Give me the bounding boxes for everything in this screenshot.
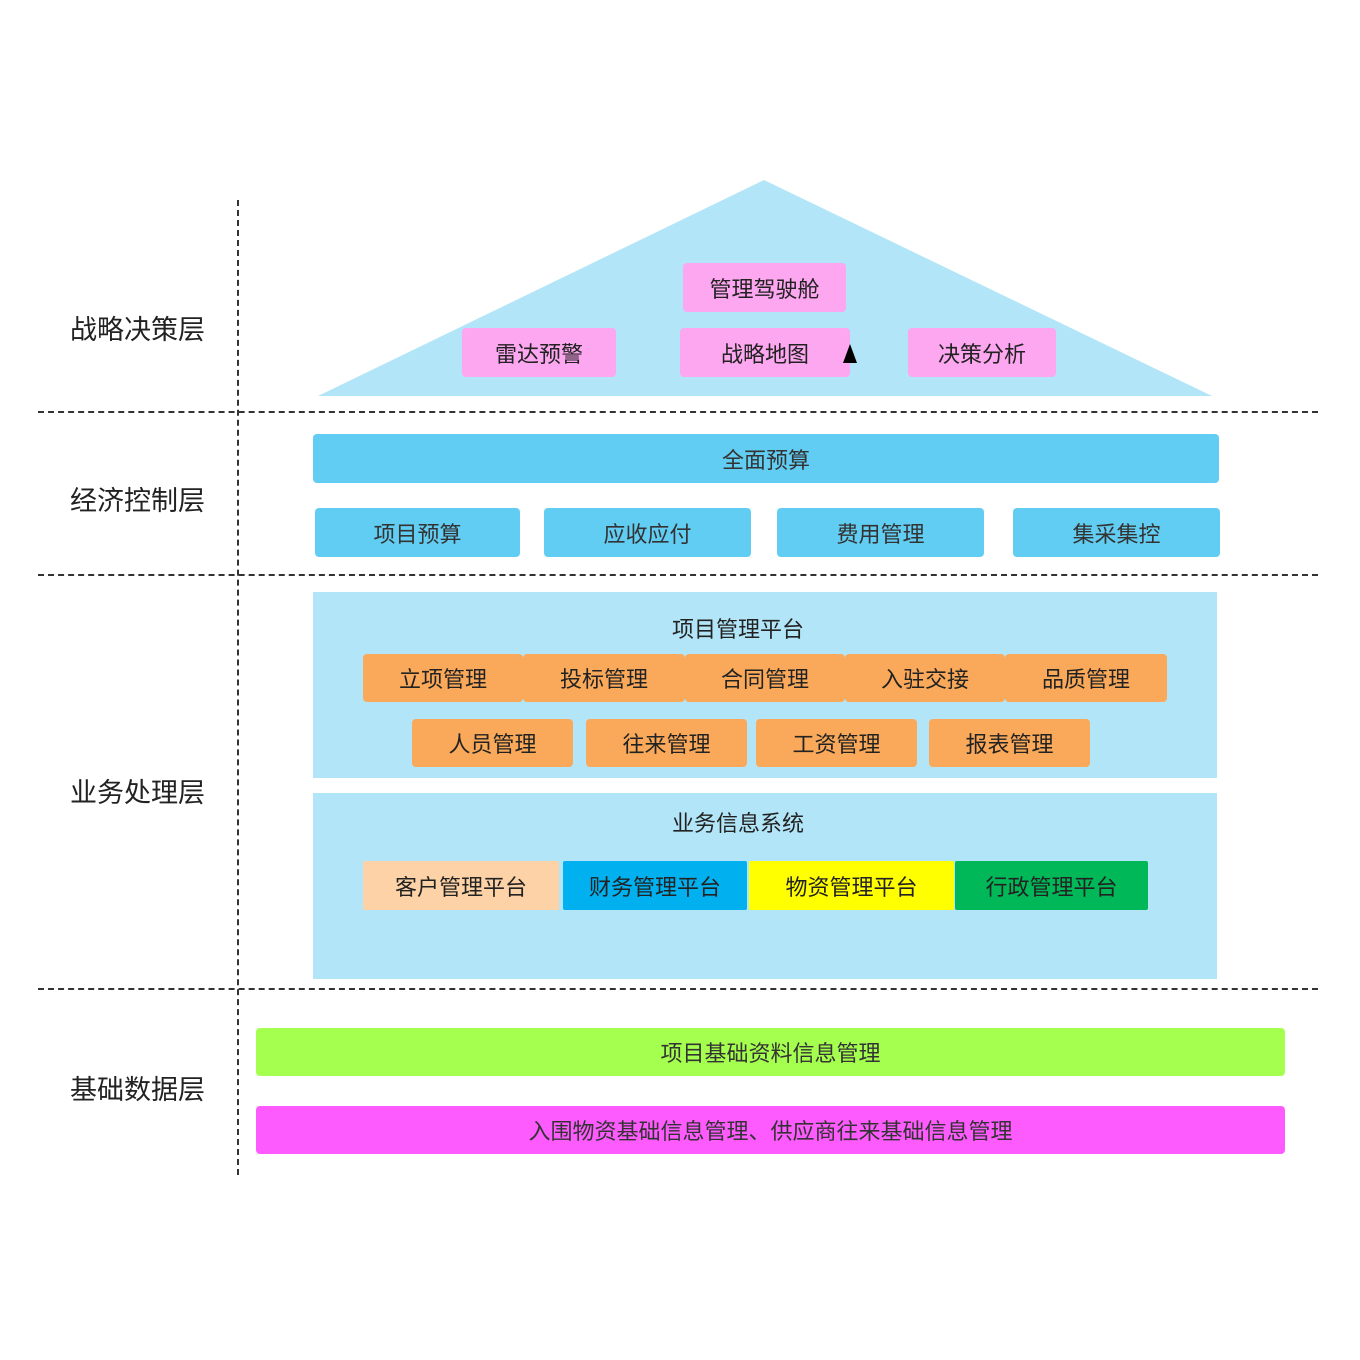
- contract-management-box[interactable]: 合同管理: [685, 654, 845, 702]
- material-platform-box[interactable]: 物资管理平台: [749, 861, 954, 910]
- report-management-box[interactable]: 报表管理: [929, 719, 1090, 767]
- admin-platform-box[interactable]: 行政管理平台: [955, 861, 1148, 910]
- business-system-title: 业务信息系统: [671, 812, 805, 837]
- project-basic-info-bar[interactable]: 项目基础资料信息管理: [256, 1028, 1285, 1076]
- finance-platform-box[interactable]: 财务管理平台: [563, 861, 747, 910]
- vertical-divider: [237, 200, 239, 1175]
- bidding-management-box[interactable]: 投标管理: [523, 654, 685, 702]
- project-platform-title: 项目管理平台: [671, 618, 805, 643]
- transactions-management-box[interactable]: 往来管理: [586, 719, 747, 767]
- material-supplier-info-bar[interactable]: 入围物资基础信息管理、供应商往来基础信息管理: [256, 1106, 1285, 1154]
- project-approval-box[interactable]: 立项管理: [363, 654, 523, 702]
- strategy-map-label: 战略地图: [720, 342, 809, 368]
- project-budget-box[interactable]: 项目预算: [315, 508, 520, 557]
- layer-label-business: 业务处理层: [70, 778, 205, 809]
- personnel-management-box[interactable]: 人员管理: [412, 719, 573, 767]
- comprehensive-budget-bar[interactable]: 全面预算: [313, 434, 1219, 483]
- receivable-payable-box[interactable]: 应收应付: [544, 508, 751, 557]
- radar-warning-box[interactable]: 雷达预警: [462, 328, 616, 377]
- procurement-control-box[interactable]: 集采集控: [1013, 508, 1220, 557]
- customer-platform-box[interactable]: 客户管理平台: [363, 861, 559, 910]
- payroll-management-box[interactable]: 工资管理: [756, 719, 917, 767]
- layer-label-basic: 基础数据层: [70, 1075, 205, 1106]
- layer-divider-1: [38, 411, 1318, 413]
- quality-management-box[interactable]: 品质管理: [1005, 654, 1167, 702]
- layer-label-strategy: 战略决策层: [70, 315, 205, 346]
- strategy-map-box[interactable]: 战略地图: [680, 328, 850, 377]
- layer-label-economic: 经济控制层: [70, 486, 205, 517]
- cursor-icon: [843, 344, 857, 363]
- layer-divider-3: [38, 988, 1318, 990]
- handover-box[interactable]: 入驻交接: [845, 654, 1005, 702]
- layer-divider-2: [38, 574, 1318, 576]
- cockpit-box[interactable]: 管理驾驶舱: [683, 263, 846, 312]
- decision-analysis-box[interactable]: 决策分析: [908, 328, 1056, 377]
- expense-management-box[interactable]: 费用管理: [777, 508, 984, 557]
